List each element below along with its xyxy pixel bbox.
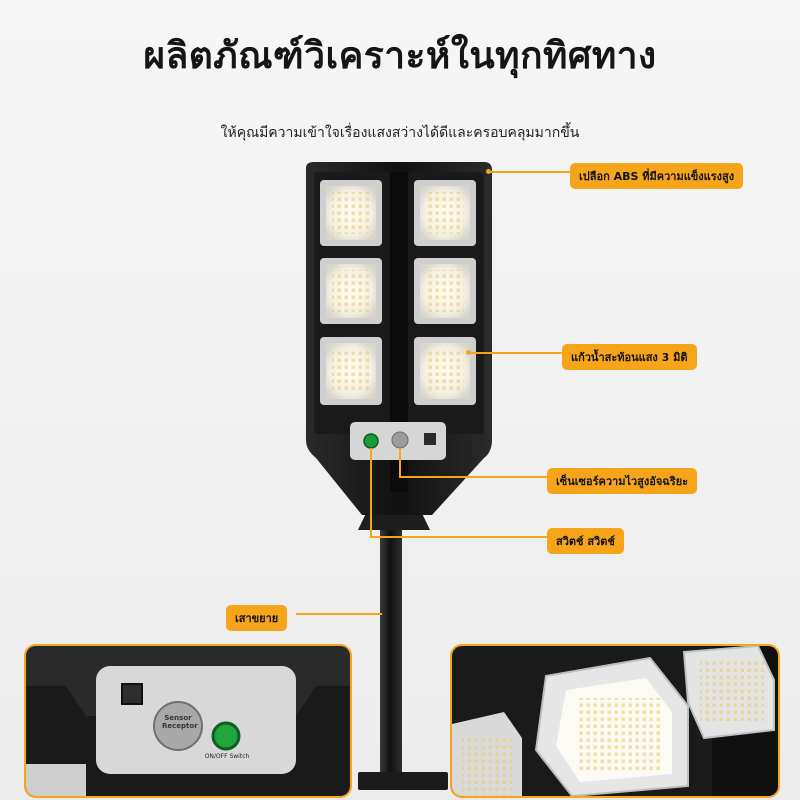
led-module-5 [320,337,382,405]
indicator-window-icon [121,683,143,705]
callout-shell: เปลือก ABS ที่มีความแข็งแรงสูง [570,163,744,189]
page-subtitle: ให้คุณมีความเข้าใจเรื่องแสงสว่างได้ดีและ… [220,125,580,141]
callout-sensor: เซ็นเซอร์ความไวสูงอัจฉริยะ [547,468,698,494]
charge-indicator-icon [424,433,436,445]
callout-lens: แก้วน้ำสะท้อนแสง 3 มิติ [562,344,697,370]
led-module-6 [414,337,476,405]
sensor-label-line2: Receptor [162,722,198,730]
led-module-3 [320,258,382,324]
pole [380,525,402,780]
pole-base-plate [358,772,448,790]
sensor-receptor-icon [391,431,409,449]
housing-divider [390,172,408,492]
callout-switch: สวิตช์ สวิตช์ [547,528,624,554]
switch-label: ON/OFF Switch [204,753,250,760]
lens-closeup-center [534,656,689,796]
led-module-1 [320,180,382,246]
callout-pole: เสาขยาย [226,605,288,631]
page-title: ผลิตภัณฑ์วิเคราะห์ในทุกทิศทาง [143,34,657,77]
on-off-button-icon [211,721,241,751]
lens-closeup-right [682,646,775,740]
led-module-4 [414,258,476,324]
detail-led-lens [450,644,780,798]
led-module-2 [414,180,476,246]
sensor-label-line1: Sensor [164,714,192,722]
detail-control-panel: Sensor Receptor ON/OFF Switch [24,644,352,798]
sensor-label: Sensor Receptor [162,714,198,730]
lens-closeup-left [452,712,522,796]
sensor-receptor-icon [153,701,203,751]
switch-button-icon [363,433,379,449]
